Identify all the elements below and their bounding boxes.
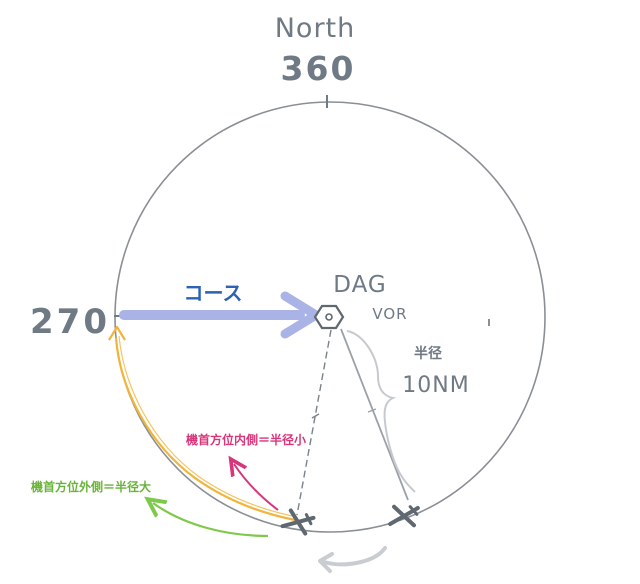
turn-arrow-icon [318, 546, 387, 573]
station-label: DAG [333, 272, 386, 298]
north-label: North [275, 13, 356, 44]
north-degree-label: 360 [281, 49, 356, 88]
radial-line-outside [340, 328, 409, 501]
radius-brace [346, 330, 416, 493]
outside-note: 機首方位外側＝半径大 [31, 479, 151, 494]
radius-value: 10NM [402, 373, 469, 398]
west-degree-label: 270 [30, 302, 110, 342]
radial-tick [367, 408, 377, 413]
inside-note: 機首方位内側＝半径小 [186, 432, 306, 447]
radial-tick [311, 413, 320, 419]
airplane-icon [388, 504, 420, 528]
radius-label: 半径 [414, 345, 442, 362]
arc-arrowhead [108, 325, 126, 341]
arc-flight-path [114, 337, 296, 522]
inside-heading-arrow [234, 464, 279, 511]
outside-heading-arrow [153, 503, 269, 538]
course-label: コース [184, 281, 243, 305]
radial-line-inside [296, 329, 332, 516]
airplane-icon [280, 508, 316, 536]
station-type-label: VOR [372, 305, 407, 323]
vor-hexagon-icon [313, 304, 345, 330]
